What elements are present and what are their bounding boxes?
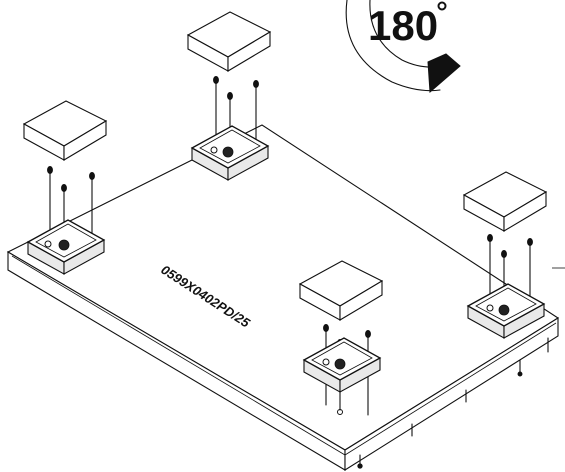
foot-back-center: [190, 125, 270, 181]
pad-back-center: [186, 11, 272, 72]
foot-back-left-assembly: [22, 100, 108, 275]
pad-right: [462, 171, 548, 232]
screws-back-left: [47, 166, 95, 251]
board-legs: [357, 337, 549, 469]
rotation-180-icon: 180: [345, 0, 461, 94]
foot-back-center-assembly: [186, 11, 272, 181]
screws-back-center: [213, 76, 259, 151]
foot-back-left: [26, 219, 106, 275]
rotation-label: 180: [368, 2, 438, 49]
foot-front-center: [302, 337, 382, 393]
foot-right-assembly: [462, 171, 565, 339]
foot-right: [466, 283, 546, 339]
foot-front-center-assembly: [298, 260, 384, 416]
board: [6, 124, 560, 471]
pad-front-center: [298, 260, 384, 321]
pad-back-left: [22, 100, 108, 161]
screws-right: [487, 234, 533, 311]
